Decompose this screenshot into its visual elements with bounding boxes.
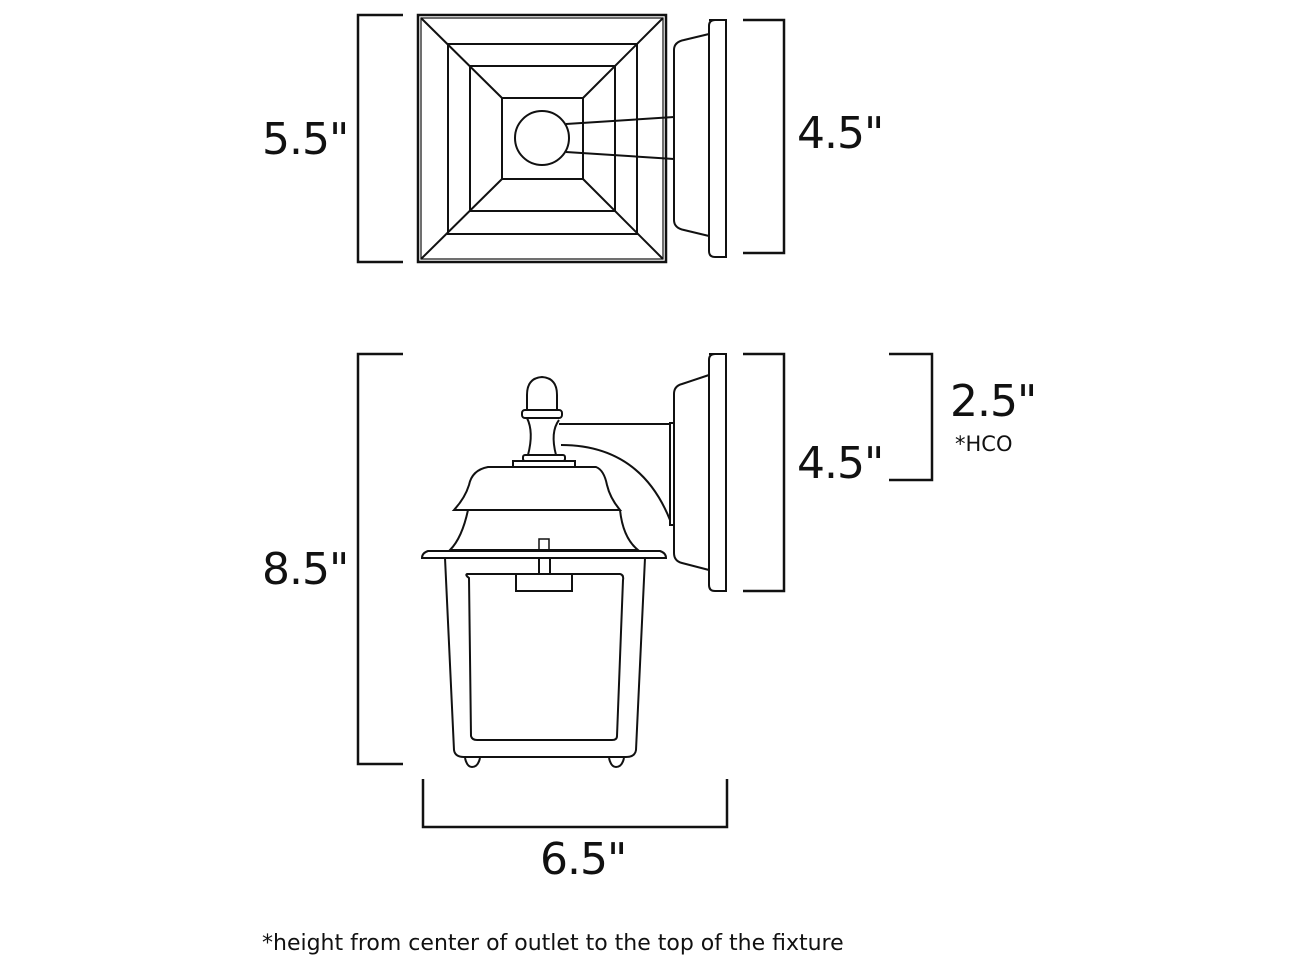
bell-cap xyxy=(451,466,623,511)
top-height-label: 5.5" xyxy=(262,114,349,165)
dimension-bracket-4-5-side xyxy=(743,352,786,593)
socket-circle xyxy=(514,110,570,166)
dimension-bracket-4-5-top xyxy=(743,18,786,255)
dimension-bracket-8-5 xyxy=(356,352,403,766)
hco-label: 2.5" xyxy=(950,376,1037,427)
dimension-bracket-6-5 xyxy=(421,779,729,829)
dimension-bracket-2-5-hco xyxy=(889,352,934,482)
brim xyxy=(420,550,668,559)
side-height-label: 8.5" xyxy=(262,544,349,595)
arm-side xyxy=(559,423,671,521)
arm-top xyxy=(565,116,675,160)
top-view xyxy=(356,13,786,264)
footnote: *height from center of outlet to the top… xyxy=(262,931,844,956)
top-backplate-label: 4.5" xyxy=(797,108,884,159)
backplate-top xyxy=(673,33,710,237)
hco-tag: *HCO xyxy=(955,432,1013,456)
finial xyxy=(526,375,558,410)
dimension-bracket-5-5 xyxy=(356,13,403,264)
width-label: 6.5" xyxy=(540,834,627,885)
backplate-side xyxy=(708,353,727,592)
side-view xyxy=(356,352,934,829)
lantern-body xyxy=(444,557,646,758)
feet xyxy=(464,757,625,769)
side-backplate-label: 4.5" xyxy=(797,438,884,489)
